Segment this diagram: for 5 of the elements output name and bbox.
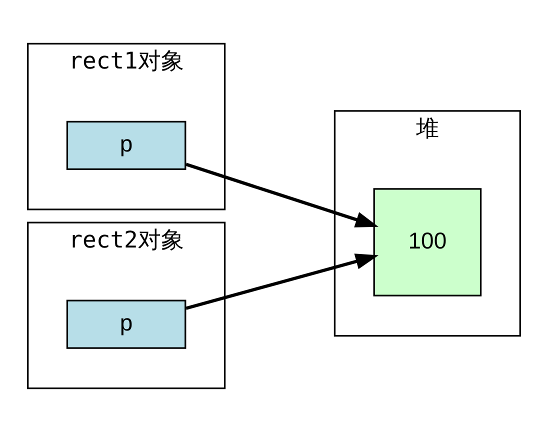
arrow [186, 254, 379, 310]
node-box: 100 [373, 188, 482, 296]
node-box: p [66, 120, 186, 170]
node-box: p [66, 300, 186, 349]
arrow [186, 162, 379, 228]
